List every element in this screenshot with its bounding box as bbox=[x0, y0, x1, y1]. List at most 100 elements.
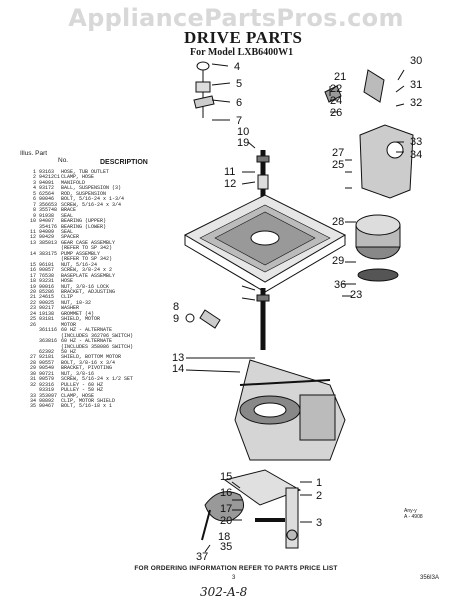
part-part: 85286 bbox=[39, 288, 55, 295]
part-illus: 31 bbox=[29, 376, 36, 383]
part-desc: SHIELD, MOTOR bbox=[61, 316, 101, 323]
part-part: 90016 bbox=[39, 283, 55, 290]
part-illus: 22 bbox=[29, 299, 36, 306]
callout-4: 4 bbox=[234, 61, 240, 73]
callout-34: 34 bbox=[410, 149, 422, 161]
part-part: 90557 bbox=[39, 359, 55, 366]
part-desc: GROMMET (4) bbox=[61, 310, 95, 317]
part-desc: (REFER TO SP 342) bbox=[61, 245, 113, 252]
part-illus: 15 bbox=[29, 261, 36, 268]
part-illus: 18 bbox=[29, 278, 36, 285]
page-title: DRIVE PARTS bbox=[184, 28, 303, 47]
part-illus: 29 bbox=[29, 365, 36, 372]
callout-8: 8 bbox=[173, 301, 179, 313]
part-illus: 11 bbox=[29, 228, 36, 235]
table-row: (REFER TO SP 342) bbox=[20, 256, 170, 262]
callout-24: 24 bbox=[330, 95, 342, 107]
callout-19: 19 bbox=[237, 137, 249, 149]
callout-14: 14 bbox=[172, 363, 184, 375]
rod-bracket-part bbox=[193, 95, 215, 109]
part-desc: BRACKET, ADJUSTING bbox=[61, 288, 116, 295]
callout-3: 3 bbox=[316, 517, 322, 529]
callout-5: 5 bbox=[236, 78, 242, 90]
part-desc: SHIELD, BOTTOM MOTOR bbox=[61, 354, 122, 361]
part-part: 24615 bbox=[39, 294, 55, 301]
figure-code: Any-y A - 4908 bbox=[404, 508, 423, 520]
part-illus: 35 bbox=[29, 403, 36, 410]
page-code: 356I3A bbox=[420, 575, 440, 581]
part-illus: 19 bbox=[29, 283, 36, 290]
part-desc: SPACER bbox=[61, 234, 80, 241]
part-part: 385013 bbox=[39, 239, 58, 246]
part-part: 93319 bbox=[39, 387, 55, 394]
part-desc: NUT, 3/8-16 bbox=[61, 370, 95, 377]
part-desc: BRACKET, PIVOTING bbox=[61, 365, 113, 372]
part-desc: SCREW, 3/8-24 x 2 bbox=[61, 267, 113, 274]
callout-18: 18 bbox=[218, 531, 230, 543]
part-illus: 24 bbox=[29, 310, 36, 317]
callout-13: 13 bbox=[172, 352, 184, 364]
part-illus: 21 bbox=[29, 294, 36, 301]
part-part: 355748 bbox=[39, 207, 58, 214]
part-part: 94091 bbox=[39, 179, 55, 186]
part-illus: 32 bbox=[29, 381, 36, 388]
part-illus: 34 bbox=[29, 398, 36, 405]
part-part: 90721 bbox=[39, 370, 55, 377]
part-part: 93231 bbox=[39, 278, 55, 285]
part-desc: SEAL bbox=[61, 228, 74, 235]
part-part: 90467 bbox=[39, 403, 55, 410]
part-illus: 20 bbox=[29, 288, 36, 295]
part-illus: 7 bbox=[32, 201, 36, 208]
part-part: 62564 bbox=[39, 190, 55, 197]
callout-15: 15 bbox=[220, 471, 232, 483]
part-illus: 1 bbox=[32, 169, 36, 175]
part-illus: 30 bbox=[29, 370, 36, 377]
part-part: 361116 bbox=[39, 327, 58, 334]
part-part: 90429 bbox=[39, 234, 55, 241]
part-illus: 6 bbox=[32, 196, 36, 203]
part-desc: PUMP ASSEMBLY bbox=[61, 250, 101, 257]
part-part: 90025 bbox=[39, 299, 55, 306]
callout-9: 9 bbox=[173, 313, 179, 325]
callout-17: 17 bbox=[220, 503, 232, 515]
part-desc: BOLT, 5/16-24 x 1-3/4 bbox=[61, 196, 125, 203]
model-line: For Model LXB6400W1 bbox=[190, 47, 294, 58]
part-part: 94009 bbox=[39, 228, 55, 235]
callout-37: 37 bbox=[196, 551, 208, 563]
part-part: 354176 bbox=[39, 223, 58, 230]
part-illus: 26 bbox=[29, 321, 36, 328]
part-illus: 33 bbox=[29, 392, 36, 399]
part-part: 90549 bbox=[39, 365, 55, 372]
part-part: 90857 bbox=[39, 267, 55, 274]
part-part: 91938 bbox=[39, 212, 55, 219]
part-illus: 28 bbox=[29, 359, 36, 366]
suspension-ball-part bbox=[196, 61, 210, 71]
part-illus: 25 bbox=[29, 316, 36, 323]
table-row: (REFER TO SP 342) bbox=[20, 245, 170, 252]
part-part: 94212C1 bbox=[39, 174, 61, 181]
callout-7: 7 bbox=[236, 115, 242, 127]
part-illus: 3 bbox=[32, 179, 36, 186]
callout-28: 28 bbox=[332, 216, 344, 228]
callout-21: 21 bbox=[334, 71, 346, 83]
part-part: 353097 bbox=[39, 392, 58, 399]
part-part: 93181 bbox=[39, 316, 55, 323]
part-part: 96101 bbox=[39, 261, 55, 268]
part-desc: SCREW, 5/16-24 x 1/2 SET bbox=[61, 376, 134, 383]
part-desc: ROD, SUSPENSION bbox=[61, 190, 107, 197]
